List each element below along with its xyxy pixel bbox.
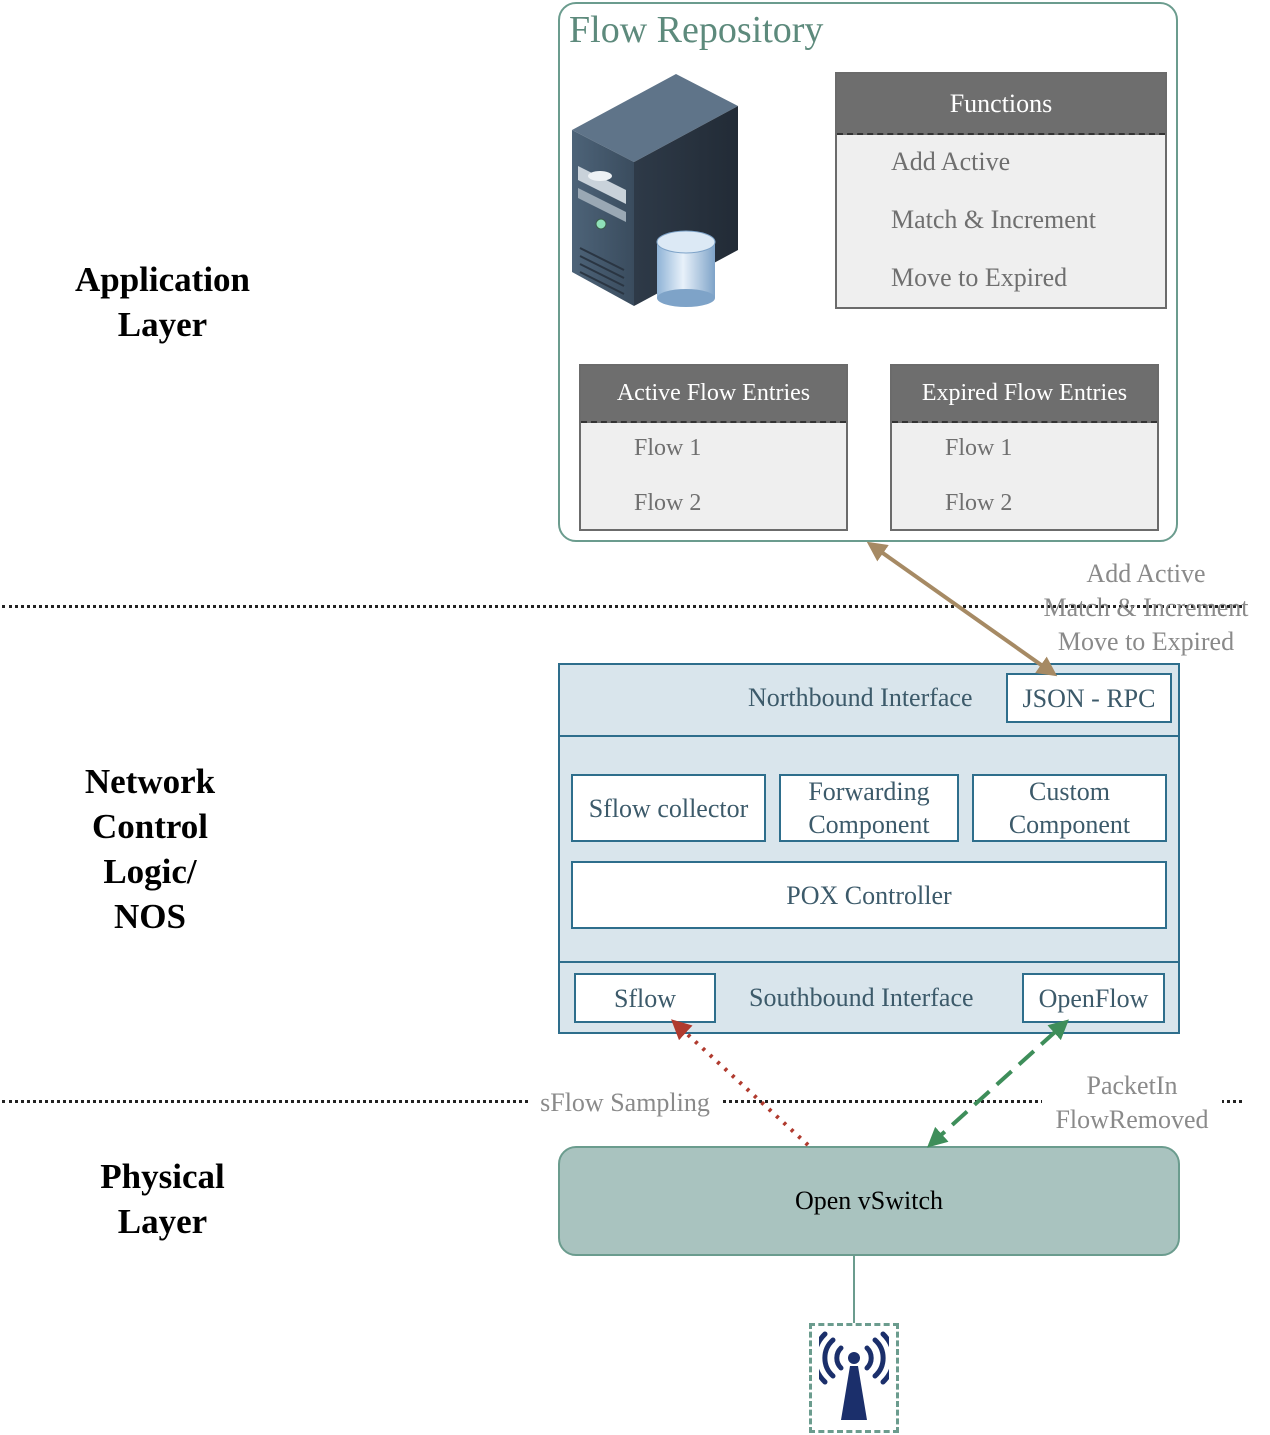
functions-table: Functions Add Active Match & Increment M… [835,72,1167,309]
application-layer-label: Application Layer [74,260,251,344]
sflow-sampling-arrow [671,1019,810,1147]
custom-component-box: Custom Component [972,774,1167,842]
application-network-separator [2,605,1242,608]
json-rpc-arrow [866,541,1058,677]
expired-flow-item: Flow 2 [945,490,1013,516]
access-point-frame [809,1323,899,1433]
function-item: Add Active [891,147,1011,176]
southbound-divider [558,961,1180,963]
openflow-messages-label: PacketIn FlowRemoved [1042,1069,1222,1137]
forwarding-component-box: Forwarding Component [779,774,959,842]
active-flow-item: Flow 1 [634,435,702,461]
switch-antenna-link [853,1256,855,1323]
openflow-arrow [927,1019,1069,1148]
function-item: Move to Expired [891,263,1068,292]
expired-flow-entries-header: Expired Flow Entries [892,366,1157,423]
json-rpc-operation: Add Active [1086,559,1206,588]
functions-header: Functions [837,74,1165,135]
northbound-interface-label: Northbound Interface [748,683,973,712]
json-rpc-operation: Move to Expired [1057,627,1235,656]
pox-controller-box: POX Controller [571,861,1167,929]
physical-layer-label: Physical Layer [100,1157,225,1241]
open-vswitch-label: Open vSwitch [794,1186,944,1215]
active-flow-entries-table: Active Flow Entries Flow 1 Flow 2 [579,364,848,531]
sflow-sampling-label: sFlow Sampling [530,1086,720,1120]
open-vswitch: Open vSwitch [558,1146,1180,1256]
expired-flow-item: Flow 1 [945,435,1013,461]
json-rpc-operation: Match & Increment [1043,593,1249,622]
expired-flow-entries-table: Expired Flow Entries Flow 1 Flow 2 [890,364,1159,531]
sflow-collector-box: Sflow collector [571,774,766,842]
json-rpc-box: JSON - RPC [1006,673,1172,723]
active-flow-entries-header: Active Flow Entries [581,366,846,423]
openflow-box: OpenFlow [1022,973,1165,1023]
northbound-divider [558,735,1180,737]
repository-title: Flow Repository [569,9,824,51]
function-item: Match & Increment [891,205,1097,234]
network-layer-label: Network Control Logic/ NOS [84,762,216,936]
database-server-icon [572,74,738,307]
southbound-interface-label: Southbound Interface [749,983,974,1012]
active-flow-item: Flow 2 [634,490,702,516]
network-os-block [558,663,1180,1034]
sflow-box: Sflow [574,973,716,1023]
wireless-tower-icon [819,1331,889,1420]
